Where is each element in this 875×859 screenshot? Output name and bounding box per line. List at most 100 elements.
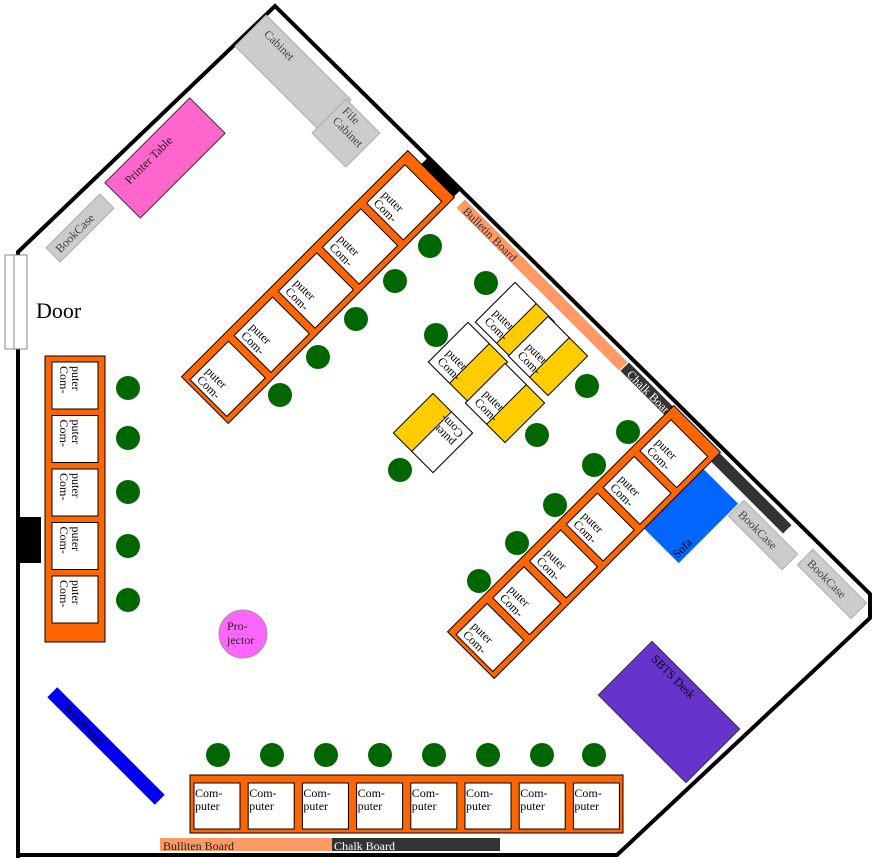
computer[interactable]: Com-puter <box>51 361 99 410</box>
computer-label: puter <box>69 366 83 391</box>
chair-group <box>116 234 640 767</box>
computer[interactable]: Com-puter <box>189 340 266 418</box>
computer[interactable]: Com-puter <box>474 281 556 363</box>
smartboard: Smartboard <box>47 687 165 805</box>
file-cabinet: File Cabinet <box>311 98 381 168</box>
desk-row-bottom: Com-puterCom-puterCom-puterCom-puterCom-… <box>189 774 624 834</box>
computer[interactable]: Com-puter <box>247 782 295 830</box>
smartboard-label: Smartboard <box>61 703 106 748</box>
computer-label: Com- <box>195 786 222 800</box>
computer-label: puter <box>69 527 83 552</box>
chair <box>616 420 640 444</box>
chair <box>116 588 140 612</box>
computer[interactable]: Com-puter <box>572 782 620 830</box>
chair <box>582 743 606 767</box>
computer[interactable]: Com-puter <box>455 602 525 673</box>
computer-label: puter <box>249 799 274 813</box>
computer-label: puter <box>195 799 220 813</box>
chair <box>368 743 392 767</box>
computer-label: Com- <box>249 786 276 800</box>
computer-label: Com- <box>57 420 71 447</box>
bulletin-board-bottom-label: Bulliten Board <box>163 839 234 853</box>
computer-label: Com- <box>358 786 385 800</box>
computer[interactable]: Com-puter <box>639 418 709 489</box>
computer-label: puter <box>69 580 83 605</box>
computer[interactable]: Com-puter <box>51 468 99 517</box>
chair <box>476 743 500 767</box>
chair <box>530 743 554 767</box>
chair <box>543 493 567 517</box>
computer[interactable]: Com-puter <box>301 782 349 830</box>
chair <box>525 423 549 447</box>
chair <box>575 374 599 398</box>
chair <box>260 743 284 767</box>
bottom-boards: Bulliten Board Chalk Board <box>160 838 500 853</box>
computer[interactable]: Com-puter <box>392 392 474 474</box>
computer-label: puter <box>69 473 83 498</box>
chalk-board-bottom <box>332 838 500 851</box>
computer[interactable]: Com-puter <box>492 566 562 636</box>
computer-label: Com- <box>574 786 601 800</box>
room-walls <box>16 3 872 858</box>
computer[interactable]: Com-puter <box>528 529 599 599</box>
computer-label: puter <box>303 799 328 813</box>
computer-label: puter <box>520 799 545 813</box>
computer[interactable]: Com-puter <box>193 782 241 830</box>
chair <box>582 453 606 477</box>
computer-label: puter <box>466 799 491 813</box>
computer[interactable]: Com-puter <box>365 163 443 241</box>
projector-label-1: Pro- <box>227 619 248 633</box>
desk-row-lower-diagonal: Com-puterCom-puterCom-puterCom-puterCom-… <box>446 404 722 680</box>
computer-label: Com- <box>303 786 330 800</box>
chair <box>467 569 491 593</box>
computer[interactable]: Com-puter <box>51 522 99 570</box>
computer[interactable]: Com-puter <box>51 415 99 463</box>
computer[interactable]: Com-puter <box>51 575 99 624</box>
wall-pillar-left <box>16 517 41 563</box>
chair <box>424 323 448 347</box>
bulletin-board-bottom <box>160 838 332 851</box>
chair <box>306 345 330 369</box>
computer-label: Com- <box>57 366 71 393</box>
chair <box>474 271 498 295</box>
computer-label: puter <box>574 799 599 813</box>
computer[interactable]: Com-puter <box>410 782 458 830</box>
computer[interactable]: Com-puter <box>464 362 546 444</box>
computer-label: Com- <box>57 527 71 554</box>
computer-label: Com- <box>57 473 71 500</box>
computer[interactable]: Com-puter <box>464 782 512 830</box>
chair <box>383 269 407 293</box>
printer-table: Printer Table <box>104 97 226 219</box>
chair <box>505 531 529 555</box>
computer-label: Com- <box>412 786 439 800</box>
computer-label: puter <box>358 799 383 813</box>
chair <box>116 480 140 504</box>
chair <box>268 383 292 407</box>
door-label: Door <box>36 298 82 323</box>
chair <box>116 534 140 558</box>
chair <box>344 307 368 331</box>
chalk-board-bottom-label: Chalk Board <box>334 839 395 853</box>
computer[interactable]: Com-puter <box>277 252 355 329</box>
chair <box>116 376 140 400</box>
computer[interactable]: Com-puter <box>356 782 404 830</box>
desk-row-upper-diagonal: Com-puterCom-puterCom-puterCom-puterCom-… <box>180 149 456 425</box>
chair <box>314 743 338 767</box>
computer[interactable]: Com-puter <box>321 208 399 285</box>
desk-groups: Com-puterCom-puterCom-puterCom-puterCom-… <box>44 149 722 834</box>
computer[interactable]: Com-puter <box>565 492 635 562</box>
chair <box>418 234 442 258</box>
computer-label: Com- <box>57 580 71 607</box>
bulletin-board-diagonal-label: Bulletin Board <box>460 204 520 264</box>
computer[interactable]: Com-puter <box>518 782 566 830</box>
computer[interactable]: Com-puter <box>233 296 311 373</box>
bookcase-right-2: BookCase <box>796 548 868 620</box>
bookcase-left-label: BookCase <box>52 211 97 256</box>
chair <box>388 458 412 482</box>
desk-column-left: Com-puterCom-puterCom-puterCom-puterCom-… <box>44 355 106 643</box>
computer-label: puter <box>412 799 437 813</box>
computer-label: Com- <box>520 786 547 800</box>
computer-label: Com- <box>466 786 493 800</box>
